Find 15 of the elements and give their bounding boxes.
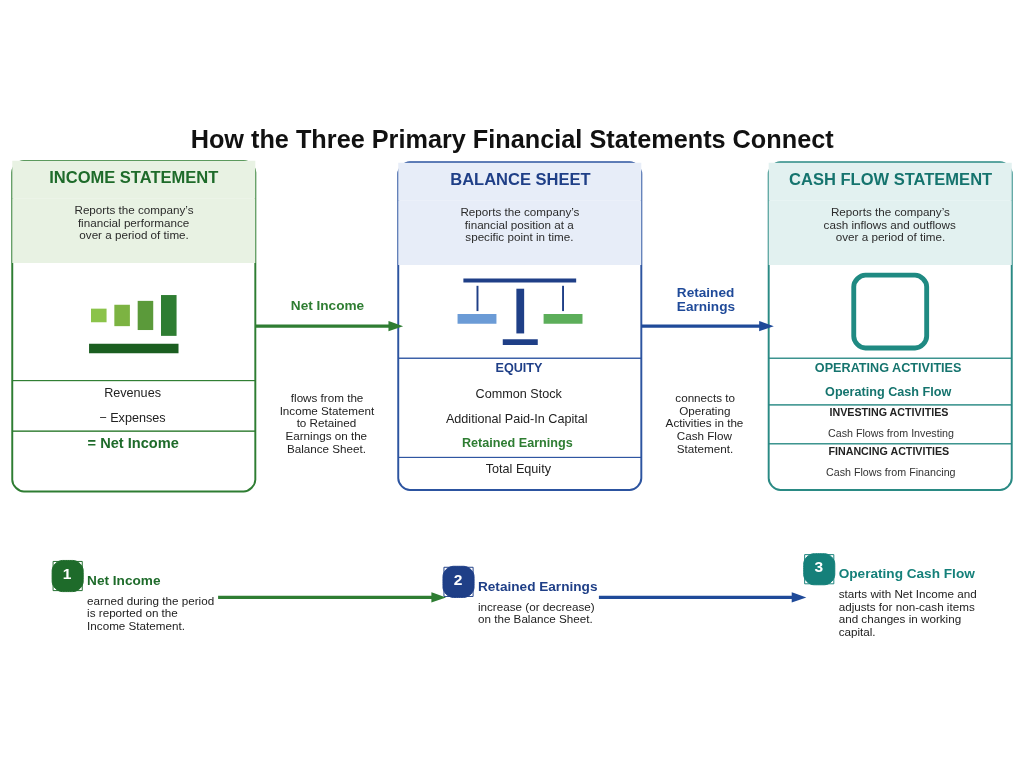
node-label: earned during the period is reported on the Income Statement.	[87, 593, 215, 633]
node-label: Operating Cash Flow	[838, 566, 975, 582]
label: flows from the Income Statement to Retained Earnings on the Balance Sheet.	[279, 391, 375, 455]
diagram-title: How the Three Primary Financial Statements Connect	[190, 125, 834, 154]
arrow	[218, 592, 446, 603]
edge-label: Net Income	[290, 298, 365, 314]
arrow	[255, 321, 404, 332]
node-label: increase (or decrease) on the Balance Sheet.	[477, 599, 595, 626]
arrow	[598, 592, 807, 603]
node-label: Net Income	[87, 572, 161, 588]
label: connects to Operating Activities in the Cash Flow Statement.	[665, 391, 744, 455]
node-label: starts with Net Income and adjusts for non-cash items and changes in working capital.	[838, 587, 977, 638]
arrow	[641, 321, 774, 332]
edge-label: Retained Earnings	[676, 285, 736, 314]
node-label: Retained Earnings	[477, 578, 598, 594]
